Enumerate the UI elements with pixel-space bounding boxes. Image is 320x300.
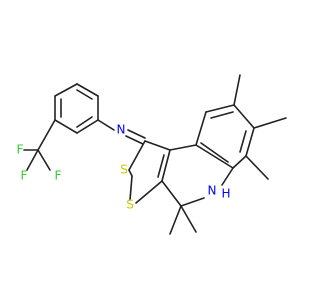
phenyl-ring (54, 83, 99, 134)
dihydroquinoline-ring (161, 144, 234, 207)
sulfur-label-1: S (120, 163, 128, 177)
sulfur-label-2: S (126, 198, 134, 212)
structure-diagram: F F F N S S N H (17, 74, 287, 235)
fluorine-label-3: F (55, 169, 62, 183)
aromatic-ring (195, 104, 255, 169)
fluorine-label-1: F (17, 143, 24, 157)
dithiole-ring (128, 140, 171, 204)
imine-nitrogen-label: N (117, 123, 126, 137)
molecule-canvas: F F F N S S N H (17, 74, 287, 235)
gem-dimethyl (169, 205, 197, 235)
amine-nitrogen-label: N (208, 184, 217, 198)
imine-double-bond (125, 129, 146, 145)
aromatic-methyls (233, 74, 287, 180)
bond-aryl-imine (97, 119, 115, 131)
amine-hydrogen-label: H (221, 187, 230, 201)
fluorine-label-2: F (21, 169, 28, 183)
trifluoromethyl-group (23, 119, 56, 171)
